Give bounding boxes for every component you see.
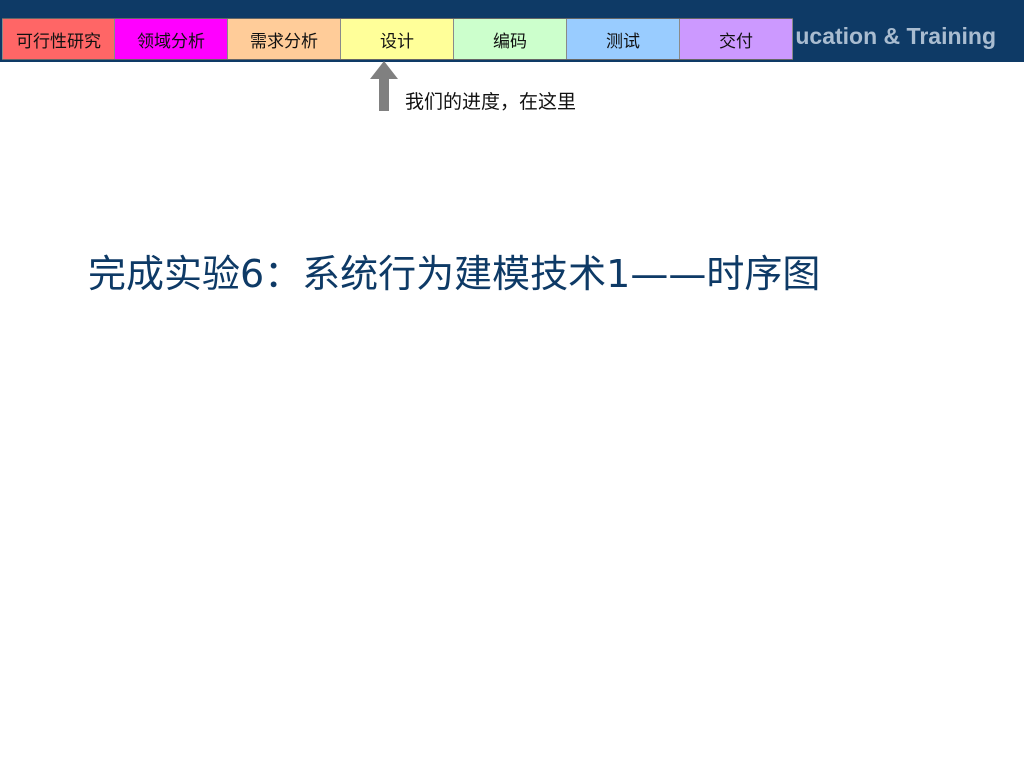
- phase-tab-coding: 编码: [454, 19, 567, 59]
- phase-tab-delivery: 交付: [680, 19, 793, 59]
- phase-tab-domain-analysis: 领域分析: [115, 19, 228, 59]
- progress-note: 我们的进度，在这里: [405, 91, 577, 113]
- phase-label: 设计: [380, 31, 414, 52]
- phase-tabs: 可行性研究 领域分析 需求分析 设计 编码 测试 交付: [2, 18, 793, 60]
- slide-title: 完成实验6：系统行为建模技术1——时序图: [88, 252, 821, 296]
- phase-label: 测试: [606, 31, 640, 52]
- phase-label: 需求分析: [250, 31, 318, 52]
- phase-tab-feasibility: 可行性研究: [2, 19, 115, 59]
- phase-label: 编码: [493, 31, 527, 52]
- phase-label: 可行性研究: [16, 31, 101, 52]
- brand-text: ucation & Training: [795, 23, 996, 49]
- header-bar: ucation & Training 可行性研究 领域分析 需求分析 设计 编码…: [0, 0, 1024, 62]
- progress-arrow-icon: [370, 61, 398, 111]
- phase-label: 领域分析: [137, 31, 205, 52]
- phase-label: 交付: [719, 31, 753, 52]
- phase-tab-requirements: 需求分析: [228, 19, 341, 59]
- phase-tab-testing: 测试: [567, 19, 680, 59]
- phase-tab-design: 设计: [341, 19, 454, 59]
